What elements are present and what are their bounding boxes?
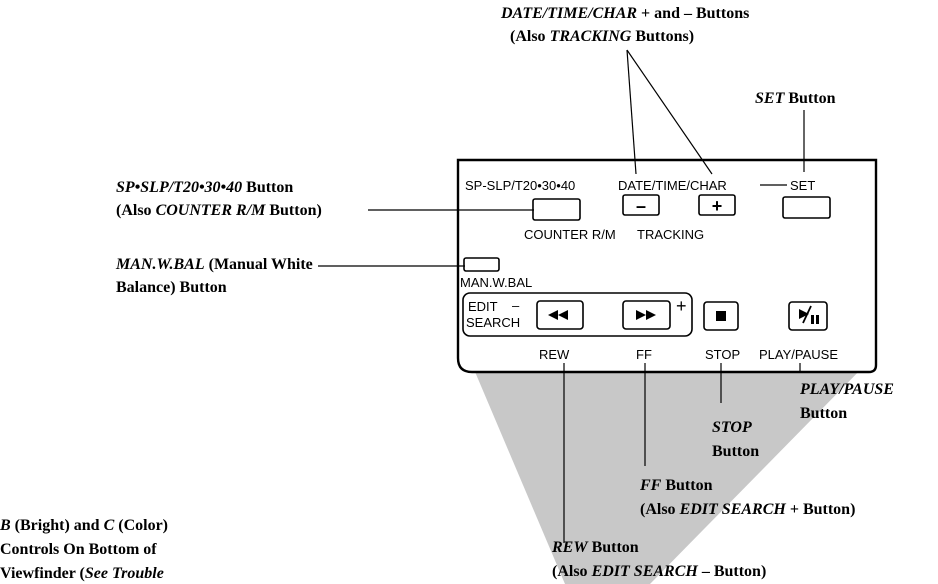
date-time-char-plus-button[interactable] [698,194,736,216]
man-w-bal-button[interactable] [463,257,500,272]
play-pause-button[interactable] [788,301,828,331]
callout-bc-1: B (Bright) and C (Color) [0,517,168,534]
viewfinder-shade [470,360,870,584]
callout-man-w-bal-1: MAN.W.BAL (Manual White [115,256,313,273]
plus-button-glyph: + [712,196,723,216]
callout-ff-2: (Also EDIT SEARCH + Button) [640,501,855,518]
play-pause-label: PLAY/PAUSE [759,347,838,362]
callout-rew-2: (Also EDIT SEARCH – Button) [552,563,766,580]
callout-play-pause-1: PLAY/PAUSE [799,381,894,398]
date-time-char-label: DATE/TIME/CHAR [618,178,727,193]
edit-search-group [462,292,693,337]
counter-rm-label: COUNTER R/M [524,227,616,242]
sp-slp-label: SP-SLP/T20•30•40 [465,178,575,193]
play-pause-icon [799,305,819,324]
leader-date-time-right [626,49,713,175]
tracking-label: TRACKING [637,227,704,242]
rewind-icon [548,310,568,320]
callout-stop-1: STOP [712,419,752,436]
minus-button-glyph: – [636,196,646,216]
callout-counter: (Also COUNTER R/M Button) [116,202,322,219]
callout-date-time-char: DATE/TIME/CHAR + and – Buttons [500,5,749,22]
callout-ff-1: FF Button [639,477,713,494]
set-button[interactable] [782,196,831,219]
rew-label: REW [539,347,570,362]
callout-bc-2: Controls On Bottom of [0,541,157,558]
callout-stop-2: Button [712,443,759,460]
callout-bc-3: Viewfinder (See Trouble [0,565,164,582]
edit-search-minus-label: – [512,298,520,313]
man-w-bal-label: MAN.W.BAL [460,275,532,290]
callout-rew-1: REW Button [551,539,639,556]
date-time-char-minus-button[interactable] [622,194,660,216]
sp-slp-button[interactable] [532,198,581,221]
search-label: SEARCH [466,315,520,330]
ff-label: FF [636,347,652,362]
callout-tracking: (Also TRACKING Buttons) [510,28,694,45]
callout-set: SET Button [755,90,836,107]
callout-play-pause-2: Button [800,405,847,422]
stop-icon [716,311,726,321]
edit-label: EDIT [468,299,498,314]
edit-search-plus-label: + [676,296,687,316]
callout-sp-slp: SP•SLP/T20•30•40 Button [116,179,293,196]
leader-date-time-left [626,49,637,175]
callout-man-w-bal-2: Balance) Button [116,279,227,296]
fast-forward-icon [636,310,656,320]
set-label: SET [790,178,815,193]
stop-label: STOP [705,347,740,362]
